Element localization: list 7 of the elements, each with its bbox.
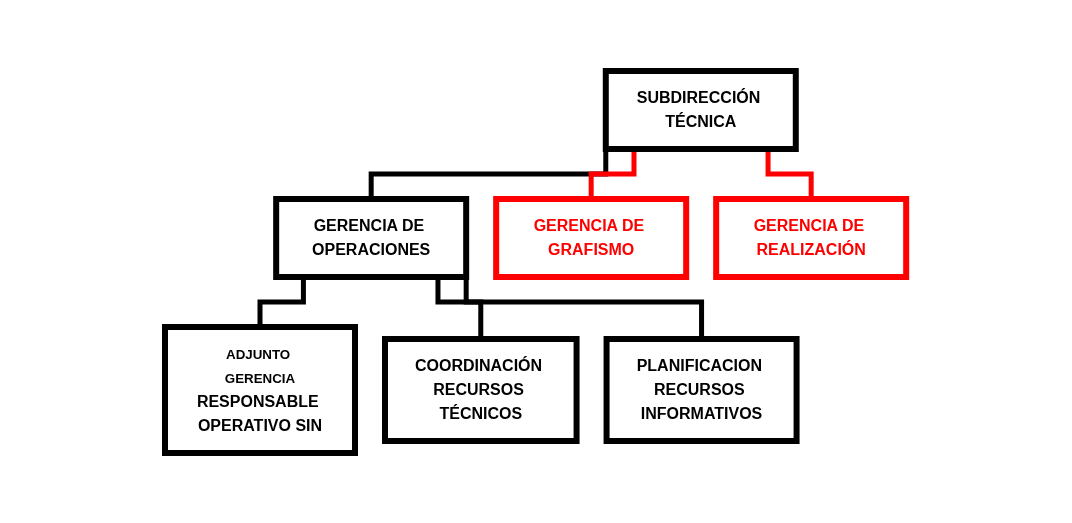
node-box: GERENCIA DE GRAFISMO: [493, 195, 690, 280]
node-box: GERENCIA DE REALIZACIÓN: [713, 195, 910, 280]
node-box: COORDINACIÓN RECURSOS TÉCNICOS: [382, 335, 580, 444]
node-box: GERENCIA DE OPERACIONES: [273, 195, 470, 280]
node-box: SUBDIRECCIÓN TÉCNICA: [603, 67, 800, 152]
node-box: PLANIFICACION RECURSOS INFORMATIVOS: [603, 335, 800, 444]
node-box: ADJUNTO GERENCIA RESPONSABLE OPERATIVO SIN: [162, 323, 359, 456]
